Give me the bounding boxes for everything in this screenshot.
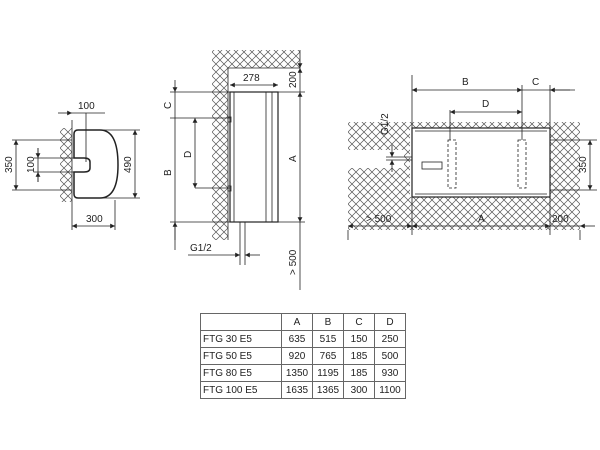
value-cell: 1365 <box>312 381 344 399</box>
dim-over-500: > 500 <box>288 249 299 275</box>
dim-100-top: 100 <box>78 101 95 112</box>
pipe-g12: G1/2 <box>190 243 212 254</box>
header-cell: A <box>281 313 313 331</box>
value-cell: 1100 <box>374 381 406 399</box>
dim-d: D <box>183 151 194 158</box>
model-cell: FTG 50 E5 <box>200 347 282 365</box>
front-view <box>12 110 140 230</box>
value-cell: 500 <box>374 347 406 365</box>
top-view <box>347 75 597 240</box>
value-cell: 150 <box>343 330 375 348</box>
dim-b: B <box>163 169 174 176</box>
header-cell <box>200 313 282 331</box>
top-dim-200: 200 <box>552 214 569 225</box>
top-dim-d: D <box>482 99 489 110</box>
dim-200: 200 <box>288 71 299 88</box>
dim-c: C <box>163 102 174 109</box>
value-cell: 765 <box>312 347 344 365</box>
installation-diagram: 100 300 490 350 100 278 200 A > 500 C B … <box>4 50 597 290</box>
dim-100-mount: 100 <box>26 156 37 173</box>
header-cell: C <box>343 313 375 331</box>
value-cell: 1350 <box>281 364 313 382</box>
value-cell: 185 <box>343 347 375 365</box>
value-cell: 1635 <box>281 381 313 399</box>
value-cell: 1195 <box>312 364 344 382</box>
dim-300: 300 <box>86 214 103 225</box>
side-view <box>170 50 305 290</box>
table-row: FTG 30 E5 635 515 150 250 <box>200 330 406 348</box>
top-dim-b: B <box>462 77 469 88</box>
model-cell: FTG 80 E5 <box>200 364 282 382</box>
model-cell: FTG 30 E5 <box>200 330 282 348</box>
header-cell: B <box>312 313 344 331</box>
top-dim-over-500: > 500 <box>366 214 392 225</box>
value-cell: 930 <box>374 364 406 382</box>
table-row: FTG 50 E5 920 765 185 500 <box>200 347 406 365</box>
top-dim-a: A <box>478 214 485 225</box>
value-cell: 185 <box>343 364 375 382</box>
top-pipe-g12: G1/2 <box>380 113 391 135</box>
value-cell: 920 <box>281 347 313 365</box>
dim-a: A <box>288 155 299 162</box>
model-cell: FTG 100 E5 <box>200 381 282 399</box>
dimension-table: A B C D FTG 30 E5 635 515 150 250 FTG 50… <box>200 313 406 399</box>
table-row: FTG 80 E5 1350 1195 185 930 <box>200 364 406 382</box>
value-cell: 635 <box>281 330 313 348</box>
dim-490: 490 <box>123 156 134 173</box>
dim-278: 278 <box>243 73 260 84</box>
value-cell: 515 <box>312 330 344 348</box>
table-header: A B C D <box>200 313 406 331</box>
value-cell: 300 <box>343 381 375 399</box>
header-cell: D <box>374 313 406 331</box>
dim-350: 350 <box>4 156 15 173</box>
top-dim-c: C <box>532 77 539 88</box>
table-row: FTG 100 E5 1635 1365 300 1100 <box>200 381 406 399</box>
value-cell: 250 <box>374 330 406 348</box>
top-dim-350: 350 <box>578 156 589 173</box>
